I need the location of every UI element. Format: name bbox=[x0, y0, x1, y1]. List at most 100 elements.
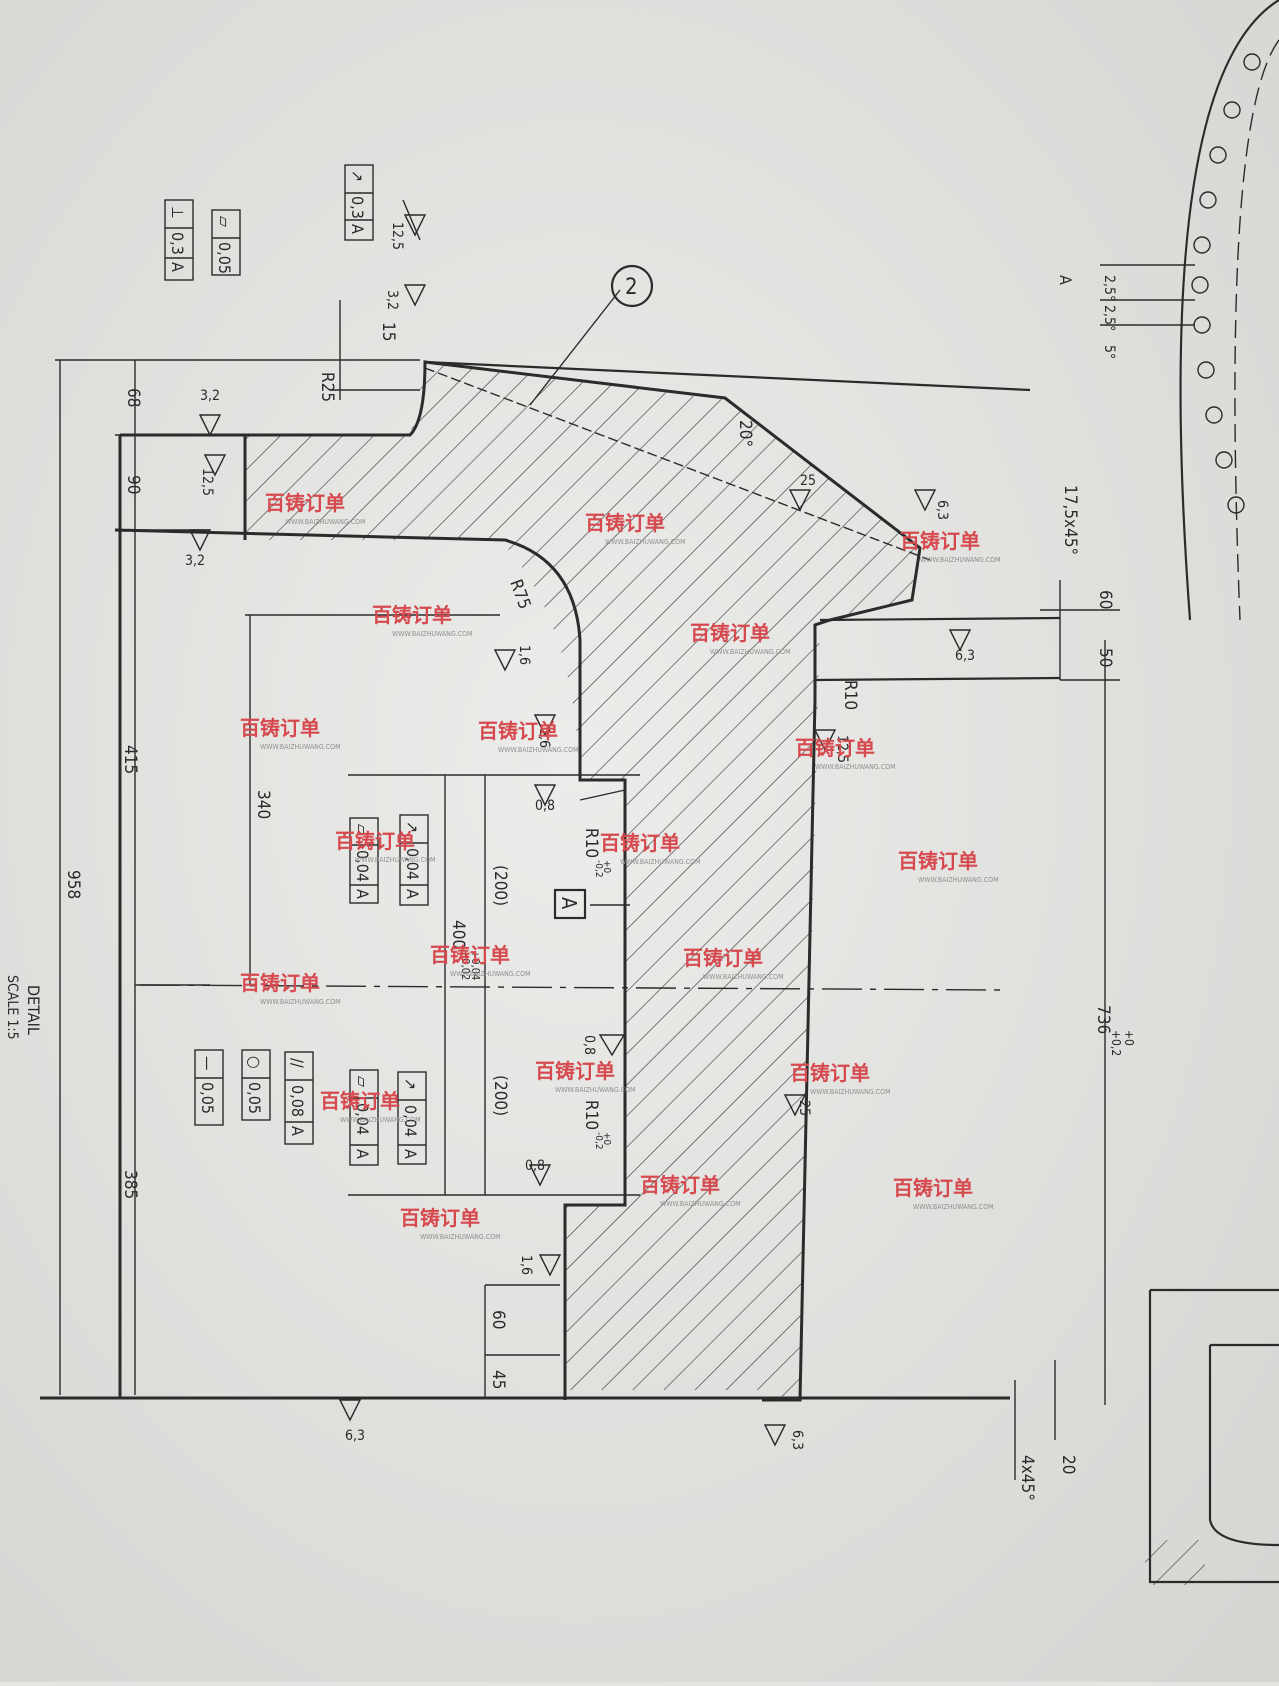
hatched-section bbox=[245, 362, 920, 1400]
svg-text:WWW.BAIZHUWANG.COM: WWW.BAIZHUWANG.COM bbox=[498, 746, 579, 754]
radius-r10b-tol-lo: -0,2 bbox=[593, 860, 604, 878]
conical-face bbox=[424, 360, 1031, 392]
detail-view bbox=[1145, 1288, 1279, 1585]
flat-low-value: 0,04 bbox=[353, 1103, 372, 1135]
frame-perp bbox=[164, 199, 194, 281]
sf-0-8a: 0,8 bbox=[535, 798, 555, 814]
surface-finish-values: 12,5 3,2 3,2 12,5 3,2 1,6 1,6 0,8 0,8 0,… bbox=[185, 222, 975, 1450]
runout-top-symbol: ↗ bbox=[348, 170, 367, 182]
tolerance-frame-texts: ⊥ 0,3 A ▱ 0,05 ↗ 0,3 A ▱ 0,04 A ↗ 0,04 A… bbox=[168, 170, 422, 1159]
dim-958: 958 bbox=[63, 870, 83, 899]
svg-text:WWW.BAIZHUWANG.COM: WWW.BAIZHUWANG.COM bbox=[920, 556, 1001, 564]
radius-r10c-tol-lo: -0,2 bbox=[593, 1132, 604, 1150]
flat-top-value: 0,05 bbox=[215, 242, 234, 274]
flat-mid-value: 0,04 bbox=[353, 850, 372, 882]
center-line bbox=[139, 984, 1001, 991]
datum-a-box bbox=[553, 888, 587, 920]
sf-6-3b: 6,3 bbox=[955, 648, 975, 664]
sf-12-5c: 12,5 bbox=[834, 735, 850, 763]
flat-mid-datum: A bbox=[353, 889, 372, 899]
dim-angle-2-5b: 2,5° bbox=[1101, 305, 1117, 331]
frame-runout-top bbox=[344, 164, 374, 241]
watermarks: 百铸订单 WWW.BAIZHUWANG.COM 百铸订单 WWW.BAIZHUWAN… bbox=[240, 491, 1001, 1241]
svg-text:百铸订单: 百铸订单 bbox=[683, 946, 763, 970]
dim-angle-20: 20° bbox=[735, 420, 755, 447]
parallel-value: 0,08 bbox=[288, 1085, 307, 1117]
frame-parallel bbox=[284, 1051, 314, 1145]
sf-6-3a: 6,3 bbox=[934, 500, 950, 520]
sf-6-3c: 6,3 bbox=[345, 1428, 365, 1444]
svg-text:WWW.BAIZHUWANG.COM: WWW.BAIZHUWANG.COM bbox=[392, 630, 473, 638]
runout-low-value: 0,04 bbox=[401, 1105, 420, 1137]
dim-200b: (200) bbox=[490, 1075, 510, 1116]
svg-text:WWW.BAIZHUWANG.COM: WWW.BAIZHUWANG.COM bbox=[450, 970, 531, 978]
flange-right-face bbox=[814, 676, 1061, 682]
svg-text:WWW.BAIZHUWANG.COM: WWW.BAIZHUWANG.COM bbox=[620, 858, 701, 866]
runout-mid-symbol: ↗ bbox=[403, 821, 422, 833]
svg-text:百铸订单: 百铸订单 bbox=[898, 849, 978, 873]
svg-text:WWW.BAIZHUWANG.COM: WWW.BAIZHUWANG.COM bbox=[355, 856, 436, 864]
svg-text:WWW.BAIZHUWANG.COM: WWW.BAIZHUWANG.COM bbox=[815, 763, 896, 771]
watermark: 百铸订单 WWW.BAIZHUWANG.COM bbox=[240, 971, 341, 1006]
radius-r10b-tol-up: +0 bbox=[601, 860, 612, 874]
dimension-lines-right bbox=[1014, 264, 1195, 1480]
dim-415: 415 bbox=[120, 745, 140, 774]
svg-text:WWW.BAIZHUWANG.COM: WWW.BAIZHUWANG.COM bbox=[340, 1116, 421, 1124]
sf-0-8c: 0,8 bbox=[525, 1158, 545, 1174]
svg-text:WWW.BAIZHUWANG.COM: WWW.BAIZHUWANG.COM bbox=[260, 998, 341, 1006]
detail-scale: SCALE 1:5 bbox=[4, 975, 20, 1040]
svg-text:百铸订单: 百铸订单 bbox=[478, 719, 558, 743]
dim-385: 385 bbox=[120, 1170, 140, 1199]
runout-top-datum: A bbox=[348, 224, 367, 234]
flat-low-datum: A bbox=[353, 1149, 372, 1159]
dim-400-tol-up: +0,04 bbox=[469, 950, 482, 980]
svg-text:WWW.BAIZHUWANG.COM: WWW.BAIZHUWANG.COM bbox=[660, 1200, 741, 1208]
dim-736-tol-lo: +0,2 bbox=[1109, 1030, 1123, 1056]
svg-text:百铸订单: 百铸订单 bbox=[240, 971, 320, 995]
balloon-circle bbox=[610, 264, 654, 308]
parallel-symbol: // bbox=[288, 1058, 307, 1068]
circ-value: 0,05 bbox=[245, 1082, 264, 1114]
circ-symbol: ○ bbox=[245, 1056, 264, 1069]
svg-text:WWW.BAIZHUWANG.COM: WWW.BAIZHUWANG.COM bbox=[260, 743, 341, 751]
dim-chamfer-4x45: 4x45° bbox=[1017, 1455, 1037, 1501]
svg-text:WWW.BAIZHUWANG.COM: WWW.BAIZHUWANG.COM bbox=[710, 648, 791, 656]
svg-text:WWW.BAIZHUWANG.COM: WWW.BAIZHUWANG.COM bbox=[605, 538, 686, 546]
runout-mid-datum: A bbox=[403, 889, 422, 899]
detail-title: DETAIL bbox=[24, 985, 43, 1035]
dim-45: 45 bbox=[488, 1370, 508, 1389]
perp-datum: A bbox=[168, 262, 187, 272]
dim-60: 60 bbox=[488, 1310, 508, 1329]
radius-r10a: R10 bbox=[840, 680, 860, 710]
frame-flat-mid bbox=[349, 817, 379, 904]
svg-text:百铸订单: 百铸订单 bbox=[335, 829, 415, 853]
frame-circ bbox=[241, 1049, 271, 1121]
frame-runout-mid bbox=[399, 814, 429, 906]
radius-r25: R25 bbox=[317, 372, 337, 402]
watermark: 百铸订单 WWW.BAIZHUWANG.COM bbox=[478, 719, 579, 754]
svg-text:百铸订单: 百铸订单 bbox=[372, 603, 452, 627]
bolt-circle bbox=[1179, 0, 1279, 621]
svg-text:百铸订单: 百铸订单 bbox=[535, 1059, 615, 1083]
sf-1-6a: 1,6 bbox=[516, 645, 532, 665]
sf-6-3d: 6,3 bbox=[789, 1430, 805, 1450]
datum-a-label: A bbox=[557, 897, 581, 910]
radius-r10b: R10 bbox=[581, 828, 601, 858]
leader-lines bbox=[529, 289, 630, 906]
sf-1-6b: 1,6 bbox=[536, 728, 552, 748]
svg-text:百铸订单: 百铸订单 bbox=[430, 943, 510, 967]
dim-400-tol-lo: +0,02 bbox=[459, 950, 472, 980]
datum-arrow-label: A bbox=[1056, 275, 1075, 285]
part-outline bbox=[120, 360, 922, 1402]
svg-text:WWW.BAIZHUWANG.COM: WWW.BAIZHUWANG.COM bbox=[810, 1088, 891, 1096]
sf-3-2c: 3,2 bbox=[185, 553, 205, 569]
dim-400: 400 bbox=[448, 920, 468, 949]
